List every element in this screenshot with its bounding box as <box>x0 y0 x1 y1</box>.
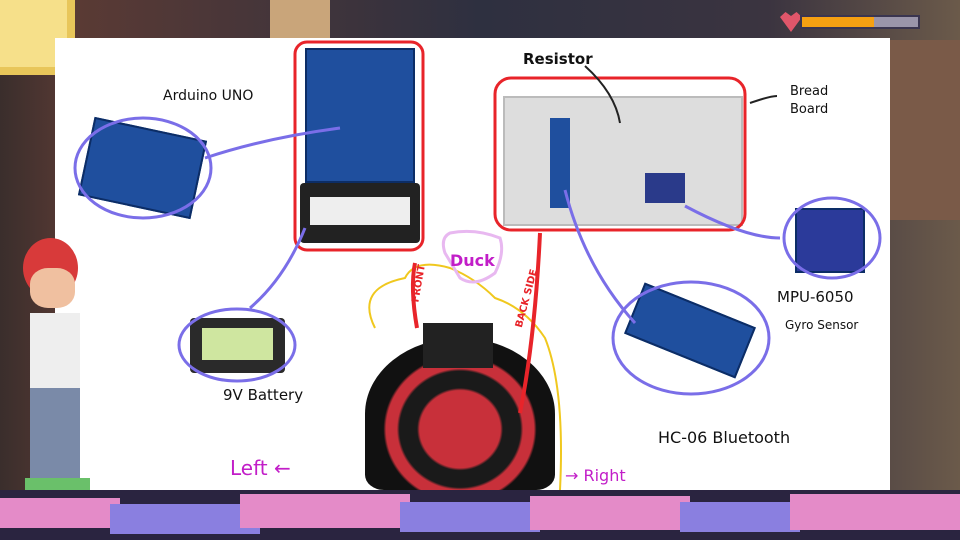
label-duck: Duck <box>450 251 495 270</box>
label-bread-board: Bread Board <box>790 84 829 117</box>
battery-box-image <box>300 183 420 243</box>
front-arrow <box>410 262 419 329</box>
mpu6050-image <box>795 208 865 273</box>
label-hc06-bluetooth: HC-06 Bluetooth <box>658 428 791 447</box>
duck-cloud <box>441 229 504 284</box>
resistor-pointer <box>584 65 621 124</box>
mpu-circle <box>782 196 882 280</box>
label-gyro-sensor: Gyro Sensor <box>785 318 859 332</box>
arduino-arrow <box>204 126 341 160</box>
health-fill <box>802 17 874 27</box>
battery-arrow <box>249 227 307 310</box>
label-resistor: Resistor <box>523 50 593 68</box>
mpu-arrow <box>684 204 781 240</box>
backside-arrow <box>518 232 542 414</box>
label-arduino-uno: Arduino UNO <box>163 88 254 104</box>
label-right: → Right <box>565 466 626 485</box>
hc06-circle <box>611 280 771 396</box>
label-left: Left ← <box>230 456 291 480</box>
helmet-sensor-box <box>423 323 493 368</box>
pixel-clouds <box>0 490 960 540</box>
arduino-mounted-image <box>305 48 415 183</box>
breadboard-outline <box>493 76 747 232</box>
game-character <box>5 238 110 503</box>
diagram-card: Arduino UNO 9V Battery Resistor Bread Bo… <box>55 38 890 490</box>
label-mpu6050: MPU-6050 <box>777 288 854 306</box>
annotation-layer <box>73 40 882 490</box>
breadboard-pointer <box>749 95 778 104</box>
helmet-outline <box>368 263 562 490</box>
arduino-circle <box>73 116 213 220</box>
breadboard-image <box>503 96 743 226</box>
health-bar <box>780 12 920 32</box>
9v-battery-image <box>190 318 285 373</box>
label-9v-battery: 9V Battery <box>223 386 304 404</box>
building <box>890 40 960 220</box>
battery-circle <box>177 307 297 383</box>
heart-icon <box>780 12 802 32</box>
hc06-arrow <box>563 189 637 325</box>
building <box>270 0 330 40</box>
arduino-outline <box>293 40 425 252</box>
